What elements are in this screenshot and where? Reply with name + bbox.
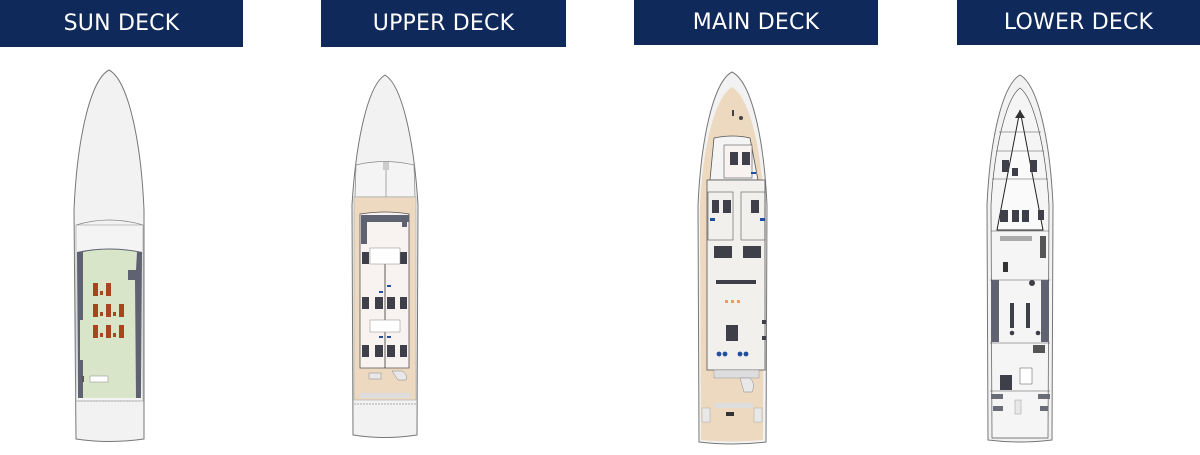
lower-deck-header: LOWER DECK [957, 0, 1200, 45]
sun-deck-plan [73, 69, 145, 442]
upper-deck-plan [351, 74, 419, 438]
stairs-icon [739, 377, 754, 393]
main-deck-header: MAIN DECK [634, 0, 878, 45]
stairs-icon [1014, 399, 1022, 415]
sun-deck-title: SUN DECK [63, 11, 180, 36]
stairs-icon [89, 375, 109, 383]
lower-deck-plan [986, 74, 1054, 443]
sun-deck-header: SUN DECK [0, 0, 243, 47]
upper-deck-header: UPPER DECK [321, 0, 566, 47]
cabin-beds [362, 252, 407, 357]
main-deck-title: MAIN DECK [692, 10, 820, 35]
stairs-icon [368, 372, 382, 380]
sun-loungers [93, 283, 124, 338]
lower-deck-title: LOWER DECK [1003, 10, 1154, 35]
main-deck-plan [697, 71, 768, 445]
upper-deck-title: UPPER DECK [372, 11, 515, 36]
